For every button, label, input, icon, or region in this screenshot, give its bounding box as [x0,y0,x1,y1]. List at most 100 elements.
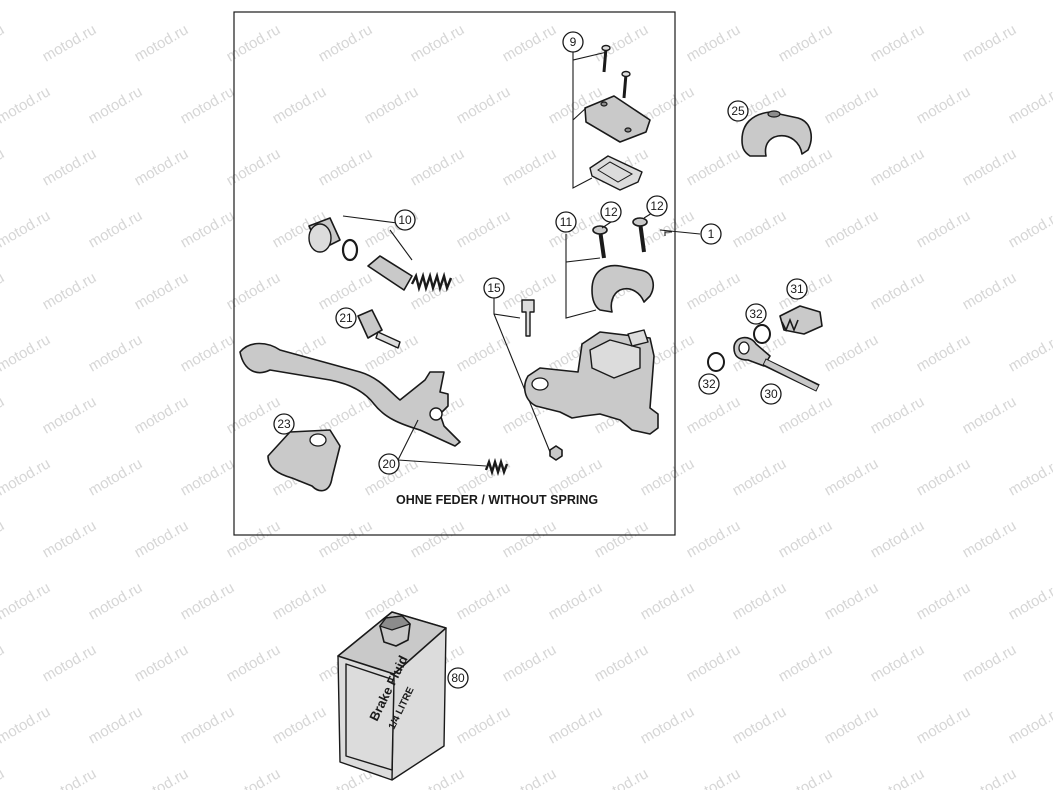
watermark-text: motod.ru [454,207,514,251]
watermark-text: motod.ru [822,0,882,3]
watermark-text: motod.ru [408,21,468,65]
watermark-text: motod.ru [960,269,1020,313]
svg-text:1: 1 [708,227,715,241]
watermark-text: motod.ru [132,145,192,189]
watermark-text: motod.ru [868,517,928,561]
svg-text:21: 21 [339,311,353,325]
watermark-text: motod.ru [960,145,1020,189]
callout-32b: 32 [699,374,719,394]
watermark-text: motod.ru [500,641,560,685]
watermark-text: motod.ru [178,0,238,3]
watermark-text: motod.ru [0,393,7,437]
watermark-text: motod.ru [40,21,100,65]
watermark-text: motod.ru [454,83,514,127]
banjo-eye [739,342,749,354]
watermark-text: motod.ru [178,703,238,747]
watermark-text: motod.ru [132,21,192,65]
watermark-text: motod.ru [546,0,606,3]
watermark-text: motod.ru [0,579,53,623]
watermark-text: motod.ru [730,455,790,499]
watermark-text: motod.ru [0,145,7,189]
watermark-text: motod.ru [86,455,146,499]
watermark-text: motod.ru [454,579,514,623]
watermark-text: motod.ru [454,703,514,747]
watermark-text: motod.ru [914,703,974,747]
watermark-text: motod.ru [776,393,836,437]
callout-9: 9 [563,32,583,52]
watermark-text: motod.ru [40,641,100,685]
watermark-text: motod.ru [132,269,192,313]
watermark-text: motod.ru [638,207,698,251]
watermark-text: motod.ru [960,641,1020,685]
piston-body [368,256,412,290]
watermark-text: motod.ru [914,455,974,499]
watermark-text: motod.ru [914,331,974,375]
watermark-text: motod.ru [40,393,100,437]
watermark-text: motod.ru [178,579,238,623]
watermark-text: motod.ru [960,765,1020,790]
svg-text:32: 32 [702,377,716,391]
callout-11: 11 [556,212,576,232]
watermark-text: motod.ru [914,83,974,127]
watermark-text: motod.ru [638,703,698,747]
svg-text:12: 12 [650,199,664,213]
watermark-text: motod.ru [638,455,698,499]
watermark-text: motod.ru [224,21,284,65]
watermark-text: motod.ru [684,517,744,561]
watermark-text: motod.ru [316,269,376,313]
watermark-text: motod.ru [86,579,146,623]
watermark-text: motod.ru [776,21,836,65]
watermark-text: motod.ru [868,765,928,790]
watermark-text: motod.ru [868,641,928,685]
watermark-text: motod.ru [1006,83,1053,127]
watermark-text: motod.ru [316,145,376,189]
watermark-text: motod.ru [546,703,606,747]
cylinder-port [532,378,548,390]
screw-9b [622,72,630,99]
svg-text:23: 23 [277,417,291,431]
washer-32-lower [708,353,724,371]
lever-pivot-hole [430,408,442,420]
clamp-25-hole [768,111,780,117]
watermark-text: motod.ru [316,517,376,561]
watermark-text: motod.ru [822,703,882,747]
watermark-text: motod.ru [408,145,468,189]
watermark-text: motod.ru [868,393,928,437]
cap-hole-2 [625,128,631,132]
watermark-text: motod.ru [1006,331,1053,375]
watermark-text: motod.ru [224,269,284,313]
watermark-text: motod.ru [868,21,928,65]
watermark-text: motod.ru [684,21,744,65]
watermark-text: motod.ru [776,765,836,790]
cap-hole-1 [601,102,607,106]
watermark-text: motod.ru [960,393,1020,437]
svg-text:30: 30 [764,387,778,401]
callout-12a: 12 [601,202,621,222]
watermark-text: motod.ru [40,269,100,313]
svg-text:15: 15 [487,281,501,295]
watermark-text: motod.ru [960,21,1020,65]
watermark-text: motod.ru [592,641,652,685]
lever-cover-hole [310,434,326,446]
watermark-text: motod.ru [86,331,146,375]
watermark-text: motod.ru [40,517,100,561]
watermark-text: motod.ru [822,207,882,251]
callout-15: 15 [484,278,504,298]
watermark-text: motod.ru [132,393,192,437]
watermark-text: motod.ru [1006,703,1053,747]
watermark-text: motod.ru [0,0,53,3]
watermark-text: motod.ru [776,641,836,685]
watermark-text: motod.ru [132,765,192,790]
watermark-text: motod.ru [500,765,560,790]
watermark-text: motod.ru [730,703,790,747]
callout-23: 23 [274,414,294,434]
watermark-text: motod.ru [270,579,330,623]
watermark-text: motod.ru [730,207,790,251]
watermark-text: motod.ru [822,83,882,127]
svg-text:9: 9 [570,35,577,49]
watermark-text: motod.ru [914,207,974,251]
watermark-text: motod.ru [454,0,514,3]
watermark-text: motod.ru [960,517,1020,561]
watermark-text: motod.ru [270,83,330,127]
